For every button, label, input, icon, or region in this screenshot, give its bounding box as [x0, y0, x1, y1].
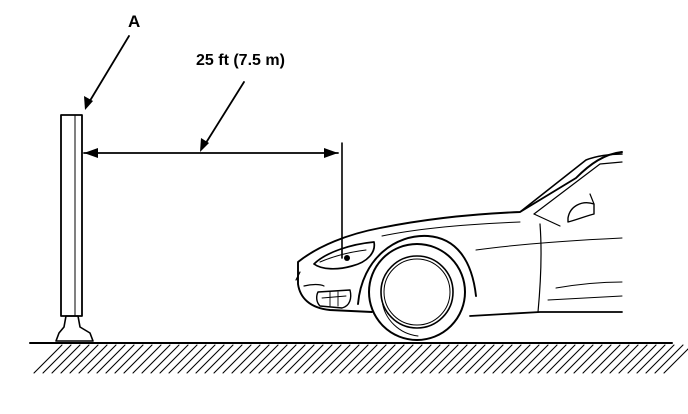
hatch-line	[582, 344, 612, 374]
hatch-line	[384, 344, 414, 374]
hatch-line	[420, 344, 450, 374]
hatch-line	[492, 344, 522, 374]
hatch-line	[177, 344, 207, 374]
hatch-line	[573, 344, 603, 374]
hatch-line	[276, 344, 306, 374]
hatch-line	[51, 344, 81, 374]
hatch-line	[78, 344, 108, 374]
hatch-line	[231, 344, 261, 374]
hatch-line	[375, 344, 405, 374]
hatch-line	[285, 344, 315, 374]
hatch-line	[510, 344, 540, 374]
hatch-line	[87, 344, 117, 374]
hatch-line	[249, 344, 279, 374]
hatch-line	[555, 344, 585, 374]
hatch-line	[654, 344, 684, 374]
hatch-line	[546, 344, 576, 374]
hatch-line	[186, 344, 216, 374]
hatch-line	[600, 344, 630, 374]
hatch-line	[456, 344, 486, 374]
hatch-line	[537, 344, 567, 374]
hatch-line	[411, 344, 441, 374]
hatch-line	[330, 344, 360, 374]
hatch-line	[519, 344, 549, 374]
hatch-line	[474, 344, 504, 374]
ground	[29, 342, 688, 374]
hatch-line	[159, 344, 189, 374]
hatch-line	[150, 344, 180, 374]
hatch-line	[69, 344, 99, 374]
hatch-line	[393, 344, 423, 374]
hatch-line	[501, 344, 531, 374]
hatch-line	[357, 344, 387, 374]
headlight	[313, 241, 376, 270]
hatch-line	[258, 344, 288, 374]
hatch-line	[114, 344, 144, 374]
hatch-line	[591, 344, 621, 374]
hatch-line	[195, 344, 225, 374]
hatch-line	[213, 344, 243, 374]
hatch-line	[96, 344, 126, 374]
hatch-line	[528, 344, 558, 374]
hatch-line	[636, 344, 666, 374]
distance-dimension	[83, 81, 343, 259]
front-wheel	[368, 243, 466, 341]
hatch-line	[42, 344, 72, 374]
hatch-line	[483, 344, 513, 374]
callout-label-a: A	[128, 12, 141, 31]
hatch-line	[321, 344, 351, 374]
hatch-line	[348, 344, 378, 374]
hatch-line	[294, 344, 324, 374]
car-front	[295, 151, 623, 341]
hatch-line	[402, 344, 432, 374]
hatch-line	[60, 344, 90, 374]
hatch-line	[303, 344, 333, 374]
hatch-line	[339, 344, 369, 374]
hatch-line	[168, 344, 198, 374]
ground-hatching	[33, 344, 688, 374]
aiming-screen	[55, 114, 94, 342]
hatch-line	[609, 344, 639, 374]
hatch-line	[267, 344, 297, 374]
hatch-line	[105, 344, 135, 374]
hatch-line	[627, 344, 657, 374]
hatch-line	[465, 344, 495, 374]
hatch-line	[222, 344, 252, 374]
hatch-line	[447, 344, 477, 374]
hatch-line	[141, 344, 171, 374]
callout-arrow	[84, 35, 130, 110]
hatch-line	[312, 344, 342, 374]
hatch-line	[645, 344, 675, 374]
hatch-line	[366, 344, 396, 374]
hatch-line	[240, 344, 270, 374]
hatch-line	[429, 344, 459, 374]
distance-label: 25 ft (7.5 m)	[196, 52, 285, 69]
hatch-line	[663, 348, 688, 374]
hatch-line	[33, 344, 63, 374]
hatch-line	[438, 344, 468, 374]
hatch-line	[204, 344, 234, 374]
hatch-line	[132, 344, 162, 374]
hatch-line	[618, 344, 648, 374]
hatch-line	[564, 344, 594, 374]
hatch-line	[123, 344, 153, 374]
